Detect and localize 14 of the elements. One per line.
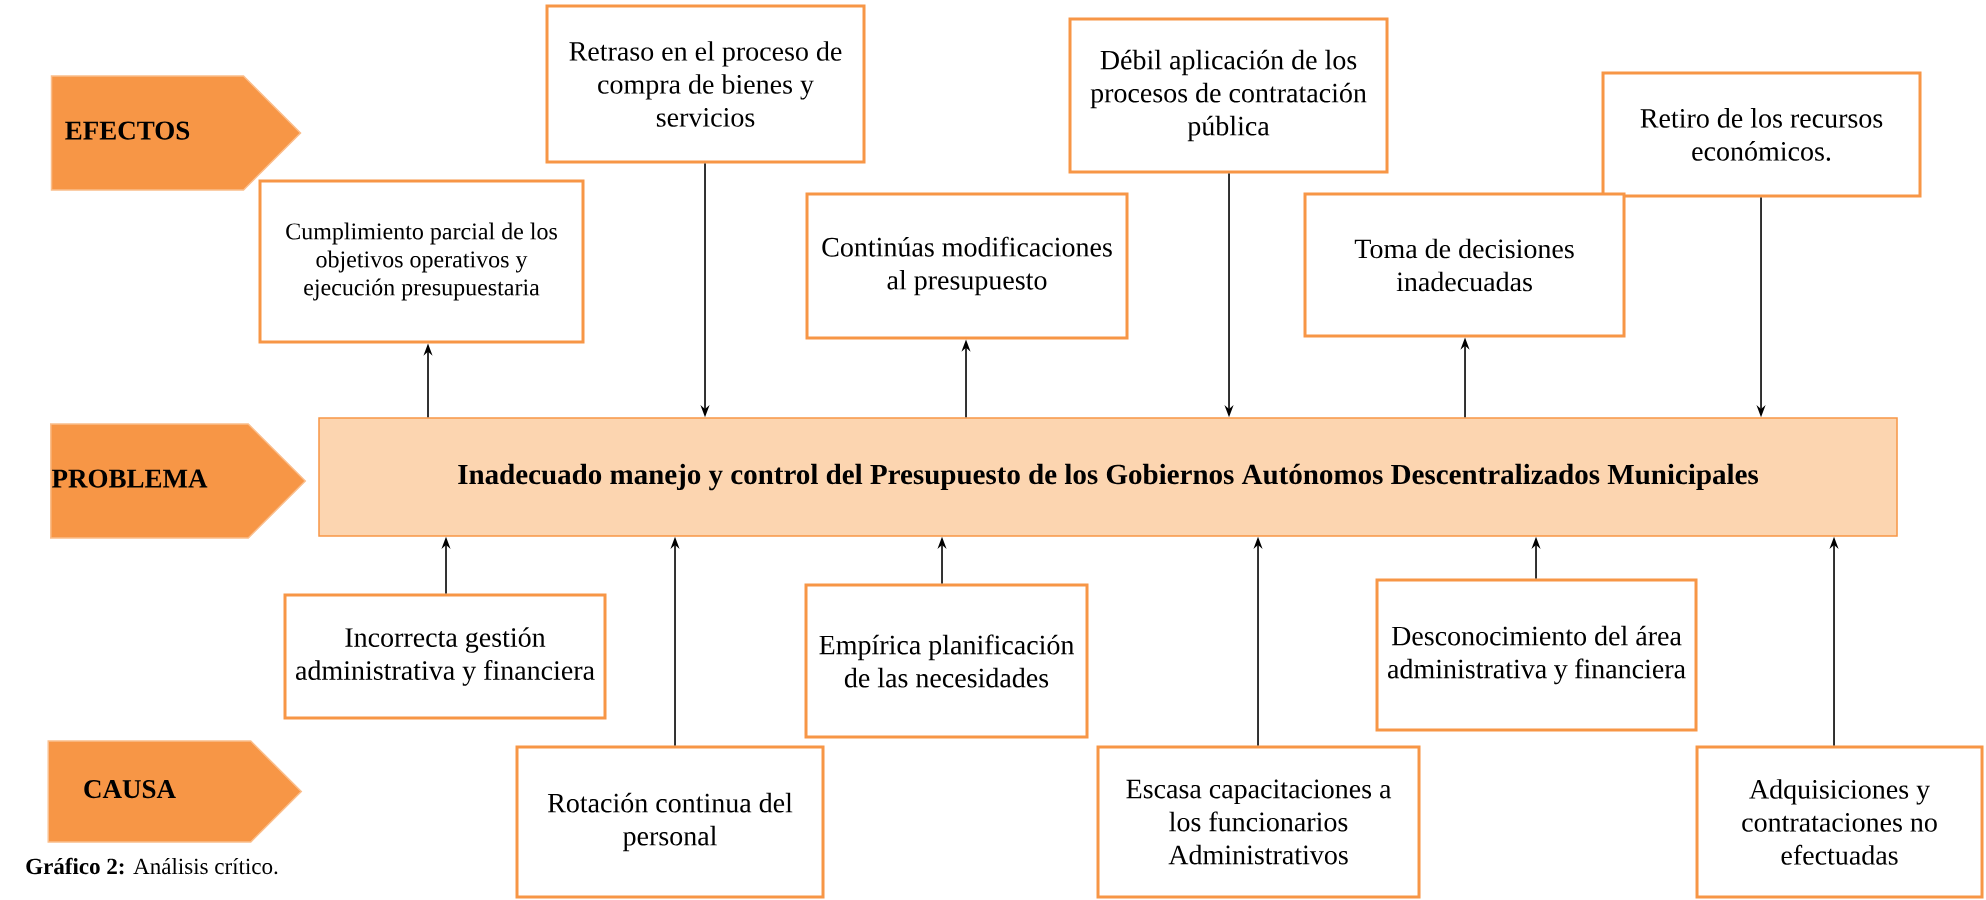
effect-box: Débil aplicación de los procesos de contratación pública	[1068, 17, 1389, 174]
effect-box: Retiro de los recursos económicos.	[1601, 71, 1922, 198]
cause-box: Empírica planificación de las necesidades	[804, 583, 1089, 739]
cause-box: Escasa capacitaciones a los funcionarios Administrativos	[1096, 745, 1421, 899]
caption: Gráfico 2: Análisis crítico.	[26, 857, 278, 875]
effect-box: Continúas modificaciones al presupuesto	[805, 192, 1129, 340]
cause-box: Desconocimiento del área administrativa y financiera	[1375, 578, 1698, 732]
effect-box: Retraso en el proceso de compra de bienes y servicios	[545, 4, 866, 164]
effect-box: Cumplimiento parcial de los objetivos operativos y ejecución presupuestaria	[258, 179, 585, 344]
cause-box: Adquisiciones y contrataciones no efectuadas	[1695, 745, 1984, 899]
problem-box: Inadecuado manejo y control del Presupuesto de los Gobiernos Autónomos Descentralizados Municipales	[318, 417, 1898, 537]
cause-box: Rotación continua del personal	[515, 745, 825, 899]
effect-box: Toma de decisiones inadecuadas	[1303, 192, 1626, 338]
cause-box: Incorrecta gestión administrativa y financiera	[283, 593, 607, 720]
